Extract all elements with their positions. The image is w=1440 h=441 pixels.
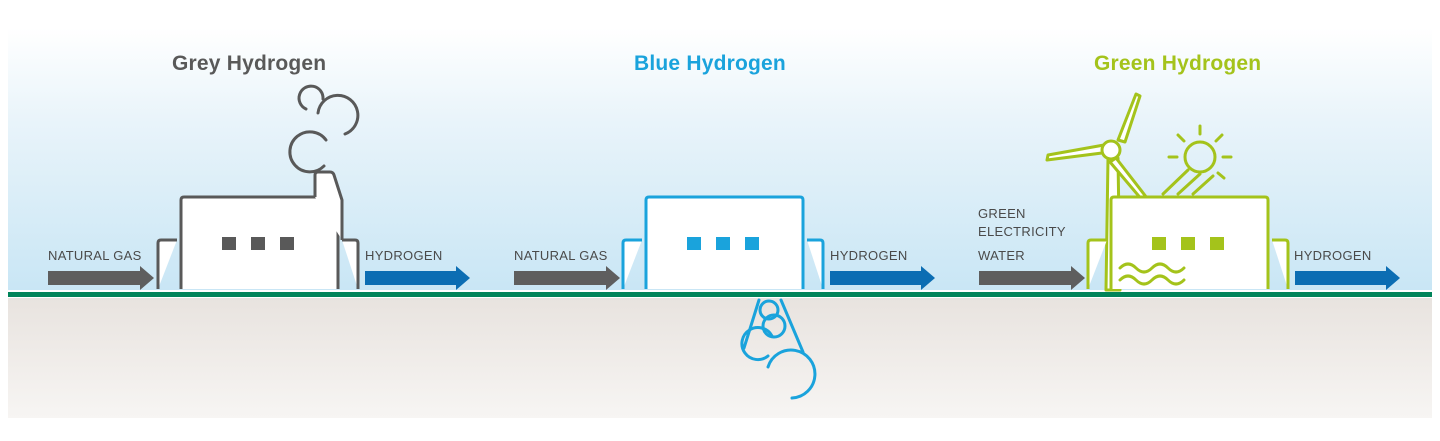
- blue-hydrogen-title: Blue Hydrogen: [634, 52, 786, 75]
- blue-input-arrow: [514, 266, 620, 290]
- grey-input-label: NATURAL GAS: [48, 248, 142, 263]
- blue-output-arrow: [830, 266, 935, 290]
- green-hydrogen-title: Green Hydrogen: [1094, 52, 1262, 75]
- factory-icon: [621, 195, 825, 289]
- ground-line: [8, 291, 1432, 298]
- green-output-arrow: [1295, 266, 1400, 290]
- green-input-label-electricity: ELECTRICITY: [978, 224, 1066, 239]
- carbon-storage-icon: [740, 298, 817, 400]
- water-wave-icon: [1118, 262, 1186, 286]
- factory-icon: [1086, 195, 1290, 289]
- grey-section: [48, 84, 470, 290]
- grey-output-label: HYDROGEN: [365, 248, 443, 263]
- factory-icon: [156, 170, 360, 289]
- sun-icon: [1161, 124, 1233, 196]
- blue-input-label: NATURAL GAS: [514, 248, 608, 263]
- grey-output-arrow: [365, 266, 470, 290]
- green-output-label: HYDROGEN: [1294, 248, 1372, 263]
- grey-hydrogen-title: Grey Hydrogen: [172, 52, 327, 75]
- blue-section: [514, 195, 935, 400]
- green-input-arrow: [979, 266, 1085, 290]
- green-section: [979, 92, 1400, 292]
- green-input-label-green: GREEN: [978, 206, 1026, 221]
- smoke-icon: [288, 84, 360, 174]
- ground: [8, 298, 1432, 418]
- green-input-label-water: WATER: [978, 248, 1025, 263]
- blue-output-label: HYDROGEN: [830, 248, 908, 263]
- grey-input-arrow: [48, 266, 154, 290]
